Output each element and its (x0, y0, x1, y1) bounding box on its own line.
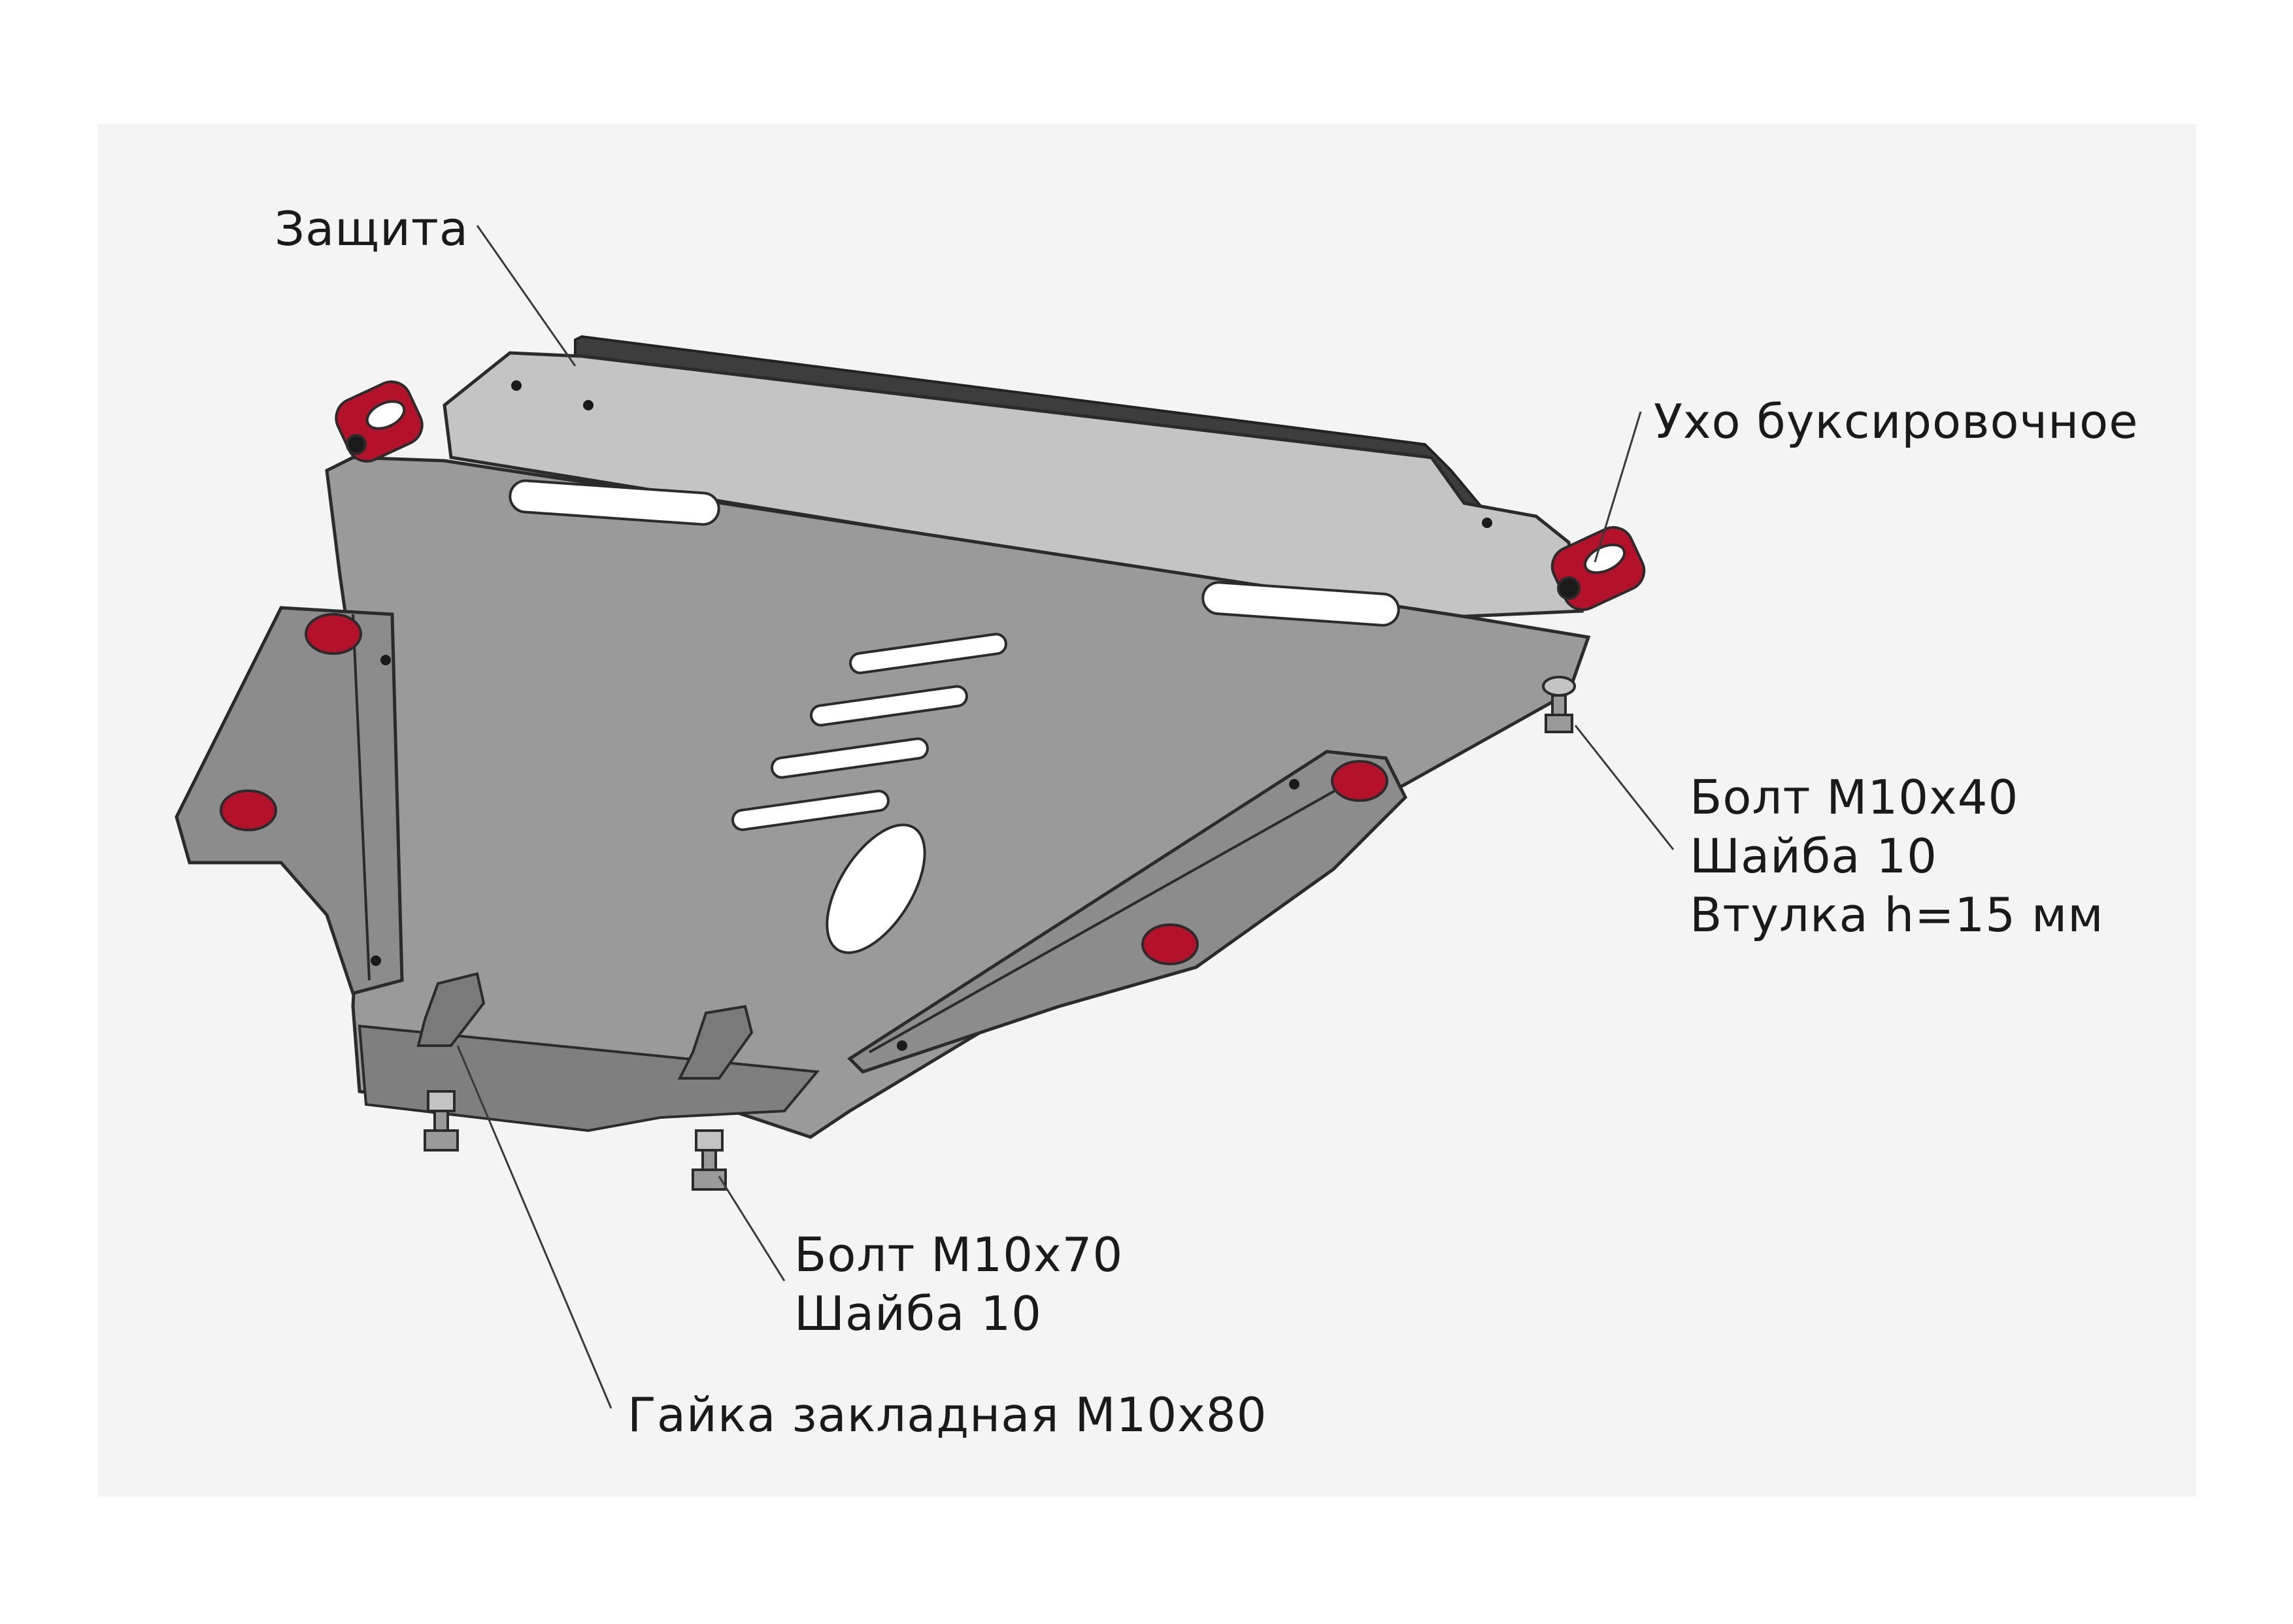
hole (897, 1040, 907, 1051)
leader-tow-eye (1594, 411, 1642, 563)
hole (1482, 518, 1492, 528)
tow-eye-left (335, 380, 424, 463)
right-bracket (847, 750, 1408, 1074)
ventilation-slots (509, 479, 1400, 954)
leader-embedded-nut (456, 1045, 612, 1409)
slot (810, 685, 968, 727)
label-front-bolt: Болт М10х70 (794, 1227, 1124, 1282)
label-tow-eye: Ухо буксировочное (1654, 394, 2139, 449)
rubber-bump (220, 789, 277, 831)
bolt-right (1542, 676, 1576, 733)
rubber-bump (1141, 923, 1199, 965)
leader-guard (476, 225, 577, 367)
tow-eye-right (1550, 526, 1646, 611)
leader-right-fastener (1574, 725, 1675, 850)
right-bracket-fold (869, 783, 1347, 1053)
rubber-bump (305, 613, 362, 655)
label-right-bolt: Болт М10х40 (1690, 770, 2019, 825)
hole (371, 955, 381, 966)
label-front-washer: Шайба 10 (794, 1286, 1042, 1341)
clip (416, 972, 486, 1047)
left-bracket (175, 606, 404, 996)
leader-front-fastener (718, 1176, 786, 1282)
slot (731, 789, 890, 831)
hole (583, 400, 594, 410)
slot (1201, 581, 1400, 627)
slot (771, 737, 929, 779)
slot (849, 633, 1007, 674)
label-guard: Защита (275, 201, 469, 256)
red-parts (220, 380, 1646, 965)
label-embedded-nut: Гайка закладная М10х80 (628, 1387, 1267, 1442)
label-right-washer: Шайба 10 (1690, 829, 1937, 884)
guard-front-lip (358, 1024, 820, 1133)
hole (511, 380, 522, 391)
hole (1289, 779, 1299, 789)
embedded-nut-clips (416, 972, 754, 1080)
left-bracket-fold (352, 614, 371, 981)
bolt-front-left (424, 1090, 459, 1152)
slot (509, 479, 720, 526)
label-right-bushing: Втулка h=15 мм (1690, 887, 2104, 942)
hole (380, 655, 391, 665)
oval-hole (826, 823, 926, 954)
mounting-holes (371, 380, 1492, 1051)
rubber-bump (1331, 760, 1388, 802)
leader-lines (456, 225, 1675, 1409)
clip (677, 1004, 754, 1080)
